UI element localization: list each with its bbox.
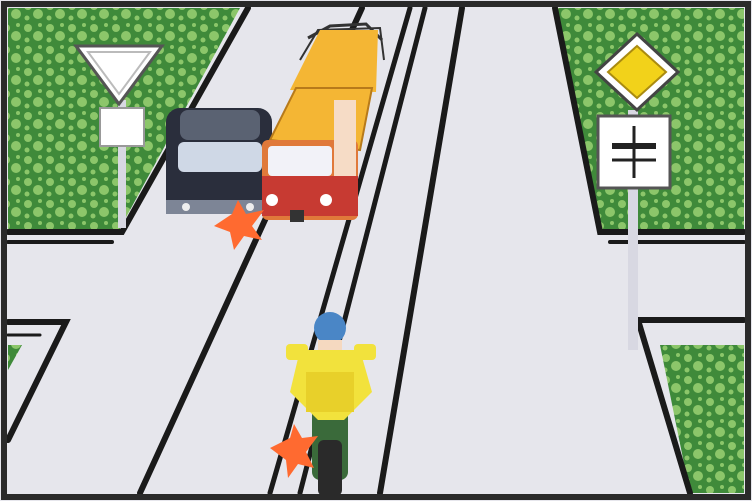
dark-car <box>166 108 272 214</box>
direction-of-main-road-plate <box>598 116 670 188</box>
rider-helmet <box>314 312 346 344</box>
yield-sign-plate <box>100 108 144 146</box>
